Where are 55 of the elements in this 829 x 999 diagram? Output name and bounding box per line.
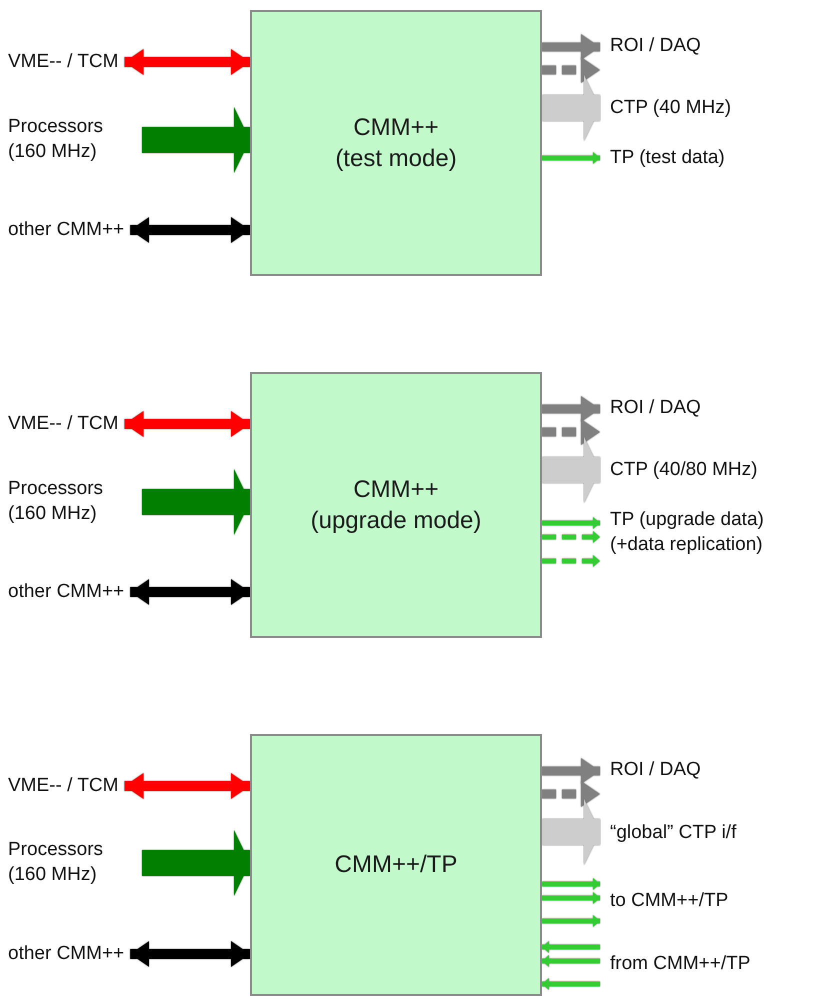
port-label: other CMM++ [8, 218, 124, 242]
double-arrow [130, 579, 250, 605]
arrow [542, 152, 600, 164]
arrow [542, 57, 600, 83]
double-arrow [130, 217, 250, 243]
arrow [542, 955, 600, 967]
port-label: from CMM++/TP [610, 952, 750, 976]
double-arrow [124, 411, 250, 437]
arrow [542, 437, 600, 503]
port-label: to CMM++/TP [610, 888, 728, 913]
arrow [542, 34, 600, 60]
arrow [542, 517, 600, 529]
arrow [542, 758, 600, 784]
double-arrow [130, 941, 250, 967]
port-label: TP (upgrade data) (+data replication) [610, 508, 765, 557]
arrow [542, 419, 600, 445]
arrow [542, 531, 600, 543]
port-label: TP (test data) [610, 146, 725, 170]
arrow [542, 892, 600, 904]
port-label: Processors (160 MHz) [8, 477, 104, 526]
module-box [250, 372, 542, 638]
arrow [542, 555, 600, 567]
double-arrow [124, 49, 250, 75]
port-label: CTP (40 MHz) [610, 96, 732, 120]
module-title: CMM++/TP [334, 850, 458, 880]
arrow [142, 107, 250, 173]
port-label: “global” CTP i/f [610, 820, 736, 845]
port-label: CTP (40/80 MHz) [610, 458, 758, 482]
module-box [250, 734, 542, 996]
port-label: VME-- / TCM [8, 774, 118, 798]
arrow [542, 978, 600, 990]
port-label: Processors (160 MHz) [8, 838, 104, 887]
arrow [542, 941, 600, 953]
port-label: ROI / DAQ [610, 758, 701, 782]
port-label: VME-- / TCM [8, 50, 118, 74]
double-arrow [124, 773, 250, 799]
arrow [542, 799, 600, 865]
module-title: CMM++ [353, 112, 439, 143]
arrow [142, 469, 250, 535]
module-mode-label: (test mode) [335, 144, 457, 174]
arrow [542, 915, 600, 927]
arrow [142, 830, 250, 896]
module-title: CMM++ [353, 474, 439, 505]
module-box [250, 10, 542, 276]
arrow [542, 781, 600, 807]
arrow [542, 878, 600, 890]
port-label: ROI / DAQ [610, 396, 701, 420]
module-mode-label: (upgrade mode) [310, 506, 482, 536]
port-label: ROI / DAQ [610, 34, 701, 58]
port-label: other CMM++ [8, 580, 124, 604]
port-label: Processors (160 MHz) [8, 115, 104, 164]
arrow [542, 75, 600, 141]
port-label: VME-- / TCM [8, 412, 118, 436]
port-label: other CMM++ [8, 942, 124, 966]
arrow [542, 396, 600, 422]
